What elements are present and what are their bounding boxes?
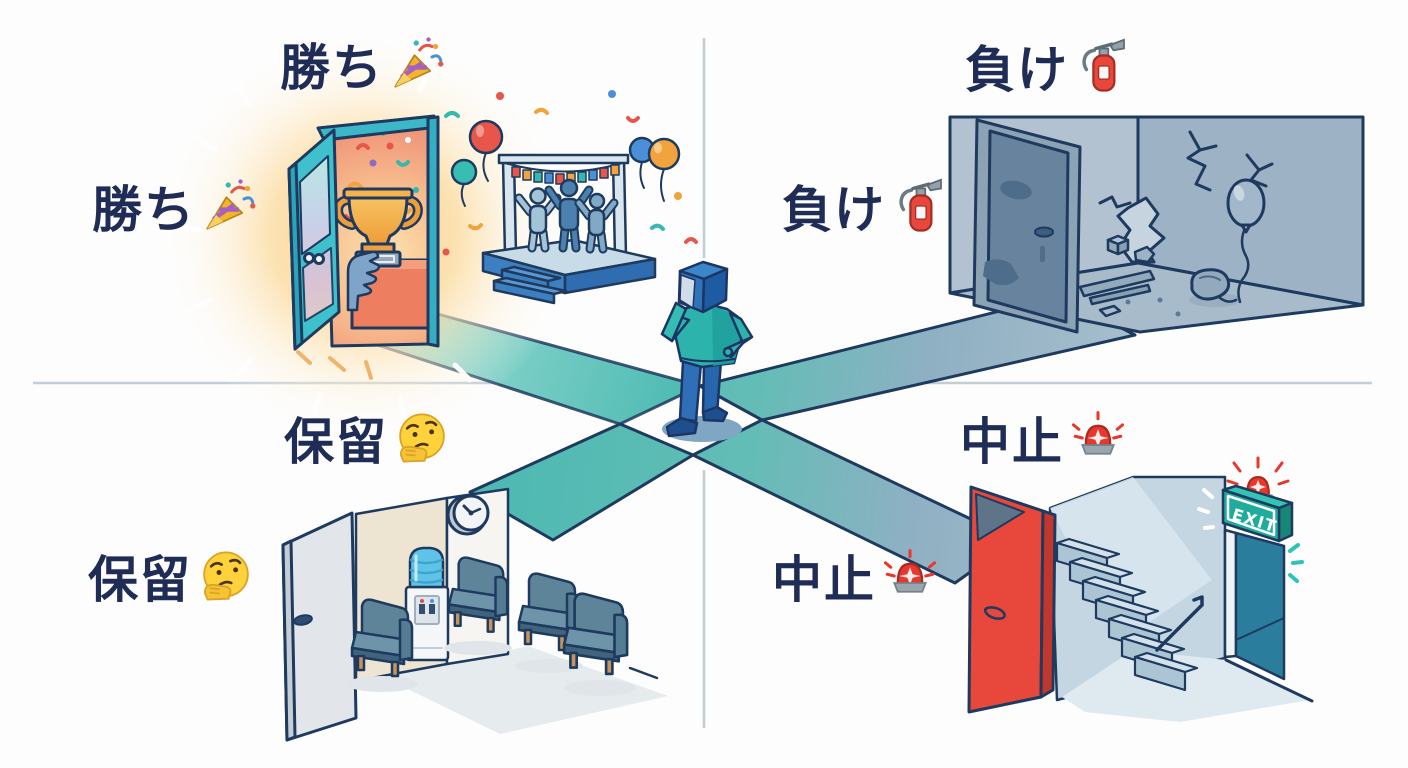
sign-sparkle-teal-icon xyxy=(1288,543,1304,583)
hold-label-top: 保留 xyxy=(284,402,450,474)
sparkle-ticks-icon xyxy=(296,350,373,380)
hold-label-left: 保留 xyxy=(88,540,254,612)
hold-label-text: 保留 xyxy=(284,413,388,471)
cheering-figure xyxy=(574,192,619,254)
win-label-top: 勝ち xyxy=(280,28,446,100)
exit-sign: EXIT xyxy=(1197,456,1304,583)
bunting-flags-icon xyxy=(511,164,620,185)
fire-extinguisher-icon xyxy=(1082,38,1126,93)
hold-scene xyxy=(281,487,668,742)
reaching-hand xyxy=(346,250,381,312)
cancel-label-left: 中止 xyxy=(772,540,938,612)
doorway-confetti-dots-icon xyxy=(369,137,419,193)
cheering-figures xyxy=(514,178,619,254)
red-balloon-icon xyxy=(468,119,504,155)
deflated-balloon xyxy=(1190,268,1238,303)
hold-floor xyxy=(385,646,668,734)
win-label-left: 勝ち xyxy=(92,170,258,242)
cancel-scene: EXIT xyxy=(967,456,1314,722)
light-beam xyxy=(1050,477,1212,642)
confetti-dots-icon xyxy=(442,90,682,256)
confetti-icon xyxy=(444,107,698,244)
door-knob-icon xyxy=(313,253,325,265)
lose-label-text: 負け xyxy=(782,181,886,239)
trophy xyxy=(333,187,423,268)
celebration-stage xyxy=(481,153,657,305)
sad-balloon xyxy=(1226,178,1266,304)
lose-label-left: 負け xyxy=(782,170,948,242)
wall-clock xyxy=(446,494,490,536)
door-handle-icon xyxy=(293,614,313,626)
stairs xyxy=(1055,537,1199,692)
hold-door xyxy=(281,511,358,742)
sign-sparkle-white-icon xyxy=(1197,488,1215,530)
exit-doorway xyxy=(1223,528,1286,681)
waiting-chair xyxy=(562,592,629,676)
door-knob-icon xyxy=(303,252,315,264)
party-popper-icon xyxy=(390,36,446,92)
path-to-lose xyxy=(698,294,1137,422)
cancel-label-top: 中止 xyxy=(960,402,1126,474)
win-label-text: 勝ち xyxy=(92,181,196,239)
cancel-label-text: 中止 xyxy=(772,551,876,609)
lose-door xyxy=(972,118,1082,334)
path-to-cancel xyxy=(691,418,1017,585)
lose-scene xyxy=(948,115,1365,334)
hold-label-text: 保留 xyxy=(88,551,192,609)
cancel-door xyxy=(967,485,1057,714)
fire-extinguisher-icon xyxy=(899,178,943,233)
debris xyxy=(1078,234,1181,318)
win-door-leaf xyxy=(287,128,341,351)
balloons xyxy=(450,119,681,207)
rotating-light-icon xyxy=(883,549,937,594)
thinking-face-icon xyxy=(202,551,250,601)
lose-label-text: 負け xyxy=(965,41,1069,99)
orange-balloon-icon xyxy=(647,137,681,171)
decision-maker-figure xyxy=(660,260,754,442)
win-scene xyxy=(155,40,698,430)
door-handle-icon xyxy=(1034,226,1054,238)
water-bottle-icon xyxy=(408,546,445,589)
handrail xyxy=(1155,595,1204,652)
win-door-frame xyxy=(316,114,440,348)
path-to-hold xyxy=(468,422,695,542)
teal-balloon-icon xyxy=(450,158,478,186)
lose-label-top: 負け xyxy=(965,30,1131,102)
win-label-text: 勝ち xyxy=(280,39,384,97)
rotating-light-icon xyxy=(1071,411,1125,456)
door-handle-icon xyxy=(984,606,1006,620)
cheering-figure xyxy=(514,187,562,253)
wall-cracks-icon xyxy=(1098,130,1274,209)
cheering-figure xyxy=(544,178,594,253)
glow-rays-icon xyxy=(175,55,473,423)
thinking-face-icon xyxy=(398,413,446,463)
party-popper-icon xyxy=(202,178,258,234)
cancel-label-text: 中止 xyxy=(960,413,1064,471)
